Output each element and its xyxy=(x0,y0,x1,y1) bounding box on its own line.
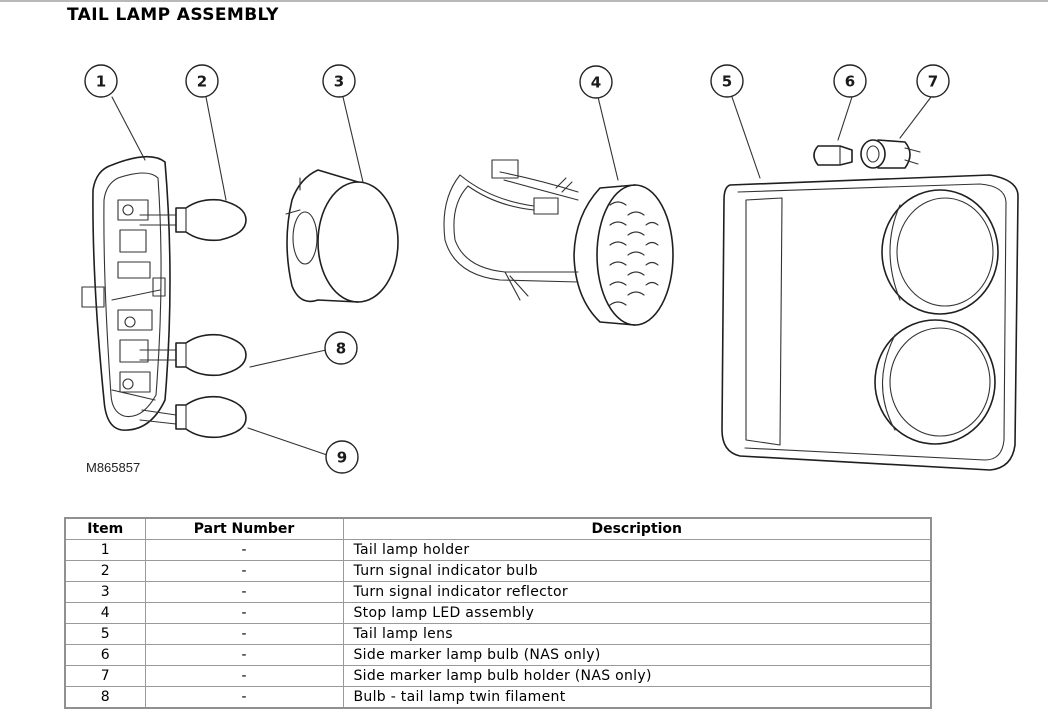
turn-signal-bulb-drawing xyxy=(139,198,247,242)
leader-line-3 xyxy=(342,96,364,183)
leader-line-2 xyxy=(205,96,227,201)
bulb-9-drawing xyxy=(139,395,247,439)
svg-text:2: 2 xyxy=(197,73,207,91)
description-cell: Bulb - tail lamp twin filament xyxy=(342,686,932,709)
tail-lamp-holder-drawing xyxy=(81,155,171,431)
leader-line-1 xyxy=(111,96,146,161)
part-number-cell: - xyxy=(144,581,344,603)
description-cell: Stop lamp LED assembly xyxy=(342,602,932,624)
led-assembly-drawing xyxy=(443,159,674,326)
item-cell: 6 xyxy=(64,644,146,666)
description-cell: Turn signal indicator bulb xyxy=(342,560,932,582)
svg-text:9: 9 xyxy=(337,449,347,467)
header-description: Description xyxy=(342,517,932,540)
part-number-cell: - xyxy=(144,686,344,709)
part-number-cell: - xyxy=(144,602,344,624)
callout-9: 9 xyxy=(325,440,359,474)
svg-text:6: 6 xyxy=(845,73,855,91)
callout-7: 7 xyxy=(916,64,950,98)
table-row: 3 - Turn signal indicator reflector xyxy=(64,581,932,603)
table-row: 1 - Tail lamp holder xyxy=(64,539,932,561)
svg-text:5: 5 xyxy=(722,73,732,91)
item-cell: 5 xyxy=(64,623,146,645)
leader-line-4 xyxy=(597,96,619,181)
description-cell: Tail lamp holder xyxy=(342,539,932,561)
figure-reference: M865857 xyxy=(86,460,140,475)
callouts: 1 2 3 4 5 6 7 8 xyxy=(84,64,950,474)
table-row: 2 - Turn signal indicator bulb xyxy=(64,560,932,582)
item-cell: 3 xyxy=(64,581,146,603)
part-number-cell: - xyxy=(144,665,344,687)
item-cell: 8 xyxy=(64,686,146,709)
description-cell: Turn signal indicator reflector xyxy=(342,581,932,603)
description-cell: Side marker lamp bulb (NAS only) xyxy=(342,644,932,666)
turn-signal-reflector-drawing xyxy=(285,169,399,303)
svg-text:1: 1 xyxy=(96,73,106,91)
table-row: 8 - Bulb - tail lamp twin filament xyxy=(64,686,932,709)
description-cell: Side marker lamp bulb holder (NAS only) xyxy=(342,665,932,687)
callout-1: 1 xyxy=(84,64,118,98)
twin-filament-bulb-drawing xyxy=(139,333,247,377)
description-cell: Tail lamp lens xyxy=(342,623,932,645)
part-number-cell: - xyxy=(144,560,344,582)
tail-lamp-lens-drawing xyxy=(721,174,1019,471)
callout-5: 5 xyxy=(710,64,744,98)
table-row: 7 - Side marker lamp bulb holder (NAS on… xyxy=(64,665,932,687)
table-row: 5 - Tail lamp lens xyxy=(64,623,932,645)
callout-2: 2 xyxy=(185,64,219,98)
leader-line-7 xyxy=(899,96,932,139)
svg-text:4: 4 xyxy=(591,74,601,92)
item-cell: 1 xyxy=(64,539,146,561)
callout-3: 3 xyxy=(322,64,356,98)
side-marker-bulb-drawing xyxy=(813,145,853,166)
callout-4: 4 xyxy=(579,65,613,99)
svg-text:3: 3 xyxy=(334,73,344,91)
part-number-cell: - xyxy=(144,644,344,666)
header-item: Item xyxy=(64,517,146,540)
side-marker-holder-drawing xyxy=(860,139,921,169)
callout-6: 6 xyxy=(833,64,867,98)
leader-line-8 xyxy=(249,349,327,368)
leader-line-9 xyxy=(247,427,328,456)
part-number-cell: - xyxy=(144,539,344,561)
table-header-row: Item Part Number Description xyxy=(64,517,932,540)
item-cell: 7 xyxy=(64,665,146,687)
svg-text:7: 7 xyxy=(928,73,938,91)
item-cell: 2 xyxy=(64,560,146,582)
exploded-diagram: 1 2 3 4 5 6 7 8 xyxy=(81,64,1019,475)
table-row: 6 - Side marker lamp bulb (NAS only) xyxy=(64,644,932,666)
leader-line-6 xyxy=(837,96,853,141)
callout-8: 8 xyxy=(324,331,358,365)
part-number-cell: - xyxy=(144,623,344,645)
svg-text:8: 8 xyxy=(336,340,346,358)
table-row: 4 - Stop lamp LED assembly xyxy=(64,602,932,624)
top-rule xyxy=(0,0,1048,2)
leader-line-5 xyxy=(731,96,761,179)
page-title: TAIL LAMP ASSEMBLY xyxy=(67,5,279,25)
item-cell: 4 xyxy=(64,602,146,624)
header-part-number: Part Number xyxy=(144,517,344,540)
leader-lines xyxy=(111,96,932,456)
parts-table: Item Part Number Description 1 - Tail la… xyxy=(64,517,932,709)
